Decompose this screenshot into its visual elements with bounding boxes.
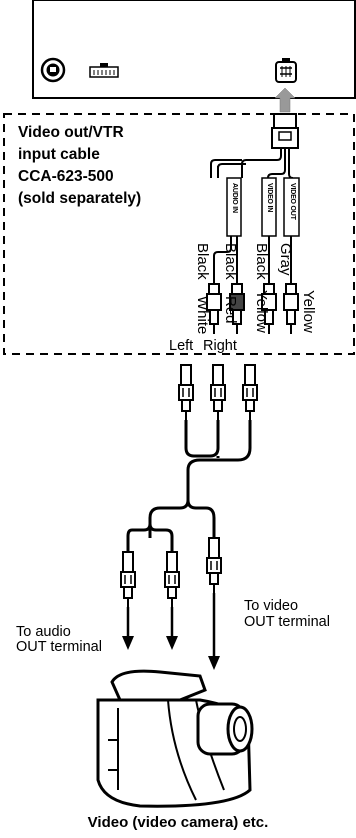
- insert-arrow-icon: [274, 87, 296, 113]
- arrow-to-audio-left: [122, 607, 134, 650]
- rca-plug-right-lower: [210, 364, 226, 421]
- audio-terminal-label-2: OUT terminal: [16, 639, 102, 655]
- wire-color-black-video-in: Black: [253, 243, 270, 280]
- cable-title-line-1: Video out/VTR: [18, 124, 124, 141]
- cable-plug: [271, 113, 299, 149]
- cable-title: Video out/VTR input cable CCA-623-500 (s…: [18, 122, 218, 210]
- rca-plug-video-out: [283, 283, 299, 334]
- video-terminal-label-2: OUT terminal: [244, 614, 330, 630]
- rca-plug-left-lower: [178, 364, 194, 421]
- cable-title-line-2: input cable: [18, 146, 100, 163]
- multi-pin-connector-icon: [89, 63, 119, 78]
- arrow-to-audio-right: [166, 607, 178, 650]
- cable-title-line-4: (sold separately): [18, 190, 142, 207]
- audio-in-label: AUDIO IN: [231, 183, 238, 213]
- merged-cable: [126, 420, 252, 552]
- rca-plug-audio-left: [206, 283, 222, 334]
- diagram-caption: Video (video camera) etc.: [87, 814, 269, 831]
- arrow-to-video: [208, 593, 220, 670]
- rca-plug-video-in: [261, 283, 277, 334]
- rca-plug-camera-audio-right: [164, 551, 180, 608]
- round-port-icon: [40, 57, 66, 83]
- wire-color-red: Red: [222, 296, 239, 324]
- video-out-label: VIDEO OUT: [289, 183, 296, 220]
- right-channel-label: Right: [203, 338, 237, 354]
- rca-leads: [213, 236, 292, 284]
- head-unit: [32, 0, 356, 99]
- rca-plug-audio-right: [229, 283, 245, 334]
- audio-terminal-label-1: To audio: [16, 624, 71, 640]
- wire-color-gray: Gray: [277, 243, 294, 276]
- cable-box: [3, 113, 355, 355]
- cable-title-line-3: CCA-623-500: [18, 168, 114, 185]
- wire-color-black-left: Black: [194, 243, 211, 280]
- plug-label-boxes: [226, 177, 300, 237]
- video-input-socket-icon: [275, 58, 297, 83]
- rca-plug-camera-audio-left: [120, 551, 136, 608]
- video-camera-icon: [96, 669, 254, 808]
- wire-color-black-right: Black: [222, 243, 239, 280]
- left-channel-label: Left: [169, 338, 194, 354]
- video-in-label: VIDEO IN: [266, 183, 273, 213]
- wire-color-yellow-video-out: Yellow: [300, 290, 317, 333]
- internal-cables: [210, 148, 294, 179]
- rca-plug-camera-video: [206, 537, 222, 594]
- video-terminal-label-1: To video: [244, 598, 299, 614]
- wire-color-yellow-video-in: Yellow: [253, 290, 270, 333]
- rca-plug-video-lower: [242, 364, 258, 421]
- wire-color-white: White: [194, 296, 211, 335]
